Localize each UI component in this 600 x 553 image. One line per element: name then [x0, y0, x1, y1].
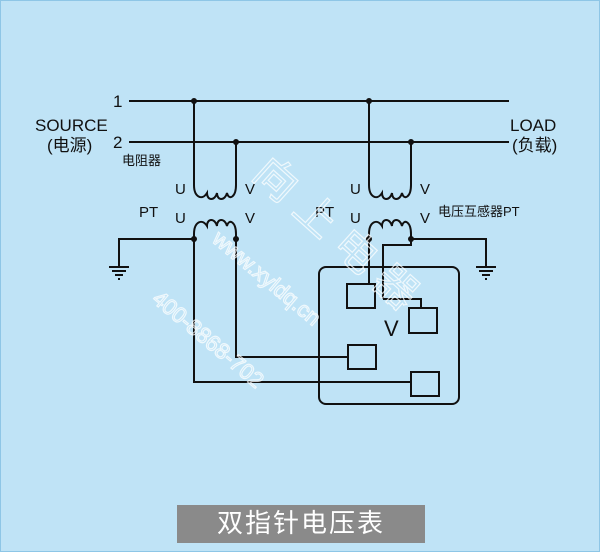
left-secondary-v-label: V	[245, 210, 255, 227]
left-ground-symbol	[109, 266, 129, 280]
meter-coil-link-wire	[383, 298, 422, 308]
left-secondary-u-label: U	[175, 210, 186, 227]
resistor-label: 电阻器	[122, 153, 161, 168]
meter-coil-middle	[347, 344, 377, 370]
right-pt-secondary-coil	[368, 219, 412, 235]
junction-dot	[191, 98, 197, 104]
right-pt-primary-coil	[368, 184, 412, 200]
source-label: SOURCE	[35, 116, 108, 135]
source-cn-label: (电源)	[47, 136, 92, 155]
left-pt-primary-coil	[193, 184, 237, 200]
junction-dot	[408, 139, 414, 145]
junction-dot	[191, 236, 197, 242]
load-label: LOAD	[510, 116, 556, 135]
meter-coil-top-right	[408, 307, 438, 334]
right-pt-label: PT	[315, 204, 334, 221]
right-secondary-u-label: U	[350, 210, 361, 227]
left-pt-secondary-coil	[193, 219, 237, 235]
right-primary-u-label: U	[350, 181, 361, 198]
left-pt-label: PT	[139, 204, 158, 221]
diagram-caption: 双指针电压表	[177, 505, 425, 543]
left-v-to-meter-wire	[235, 234, 348, 358]
junction-dot	[233, 139, 239, 145]
left-ground-wire	[118, 234, 195, 267]
pt-name-label: 电压互感器PT	[438, 204, 520, 219]
meter-coil-bottom	[410, 371, 440, 397]
watermark-phone: 400-8868-702	[148, 286, 269, 393]
left-primary-u-label: U	[175, 181, 186, 198]
watermark-url: www.xyldq.cn	[207, 225, 326, 330]
voltmeter-enclosure	[318, 266, 460, 405]
meter-coil-top-left	[346, 283, 376, 309]
right-ground-symbol	[476, 266, 496, 280]
right-secondary-v-label: V	[420, 210, 430, 227]
line-1-label: 1	[113, 92, 122, 111]
load-cn-label: (负载)	[512, 136, 557, 155]
left-primary-v-label: V	[245, 181, 255, 198]
line-2-label: 2	[113, 133, 122, 152]
junction-dot	[366, 98, 372, 104]
junction-dot	[408, 236, 414, 242]
right-primary-v-label: V	[420, 181, 430, 198]
junction-dot	[233, 236, 239, 242]
right-ground-wire	[411, 238, 487, 267]
voltmeter-symbol: V	[384, 316, 399, 341]
junction-dot	[366, 236, 372, 242]
